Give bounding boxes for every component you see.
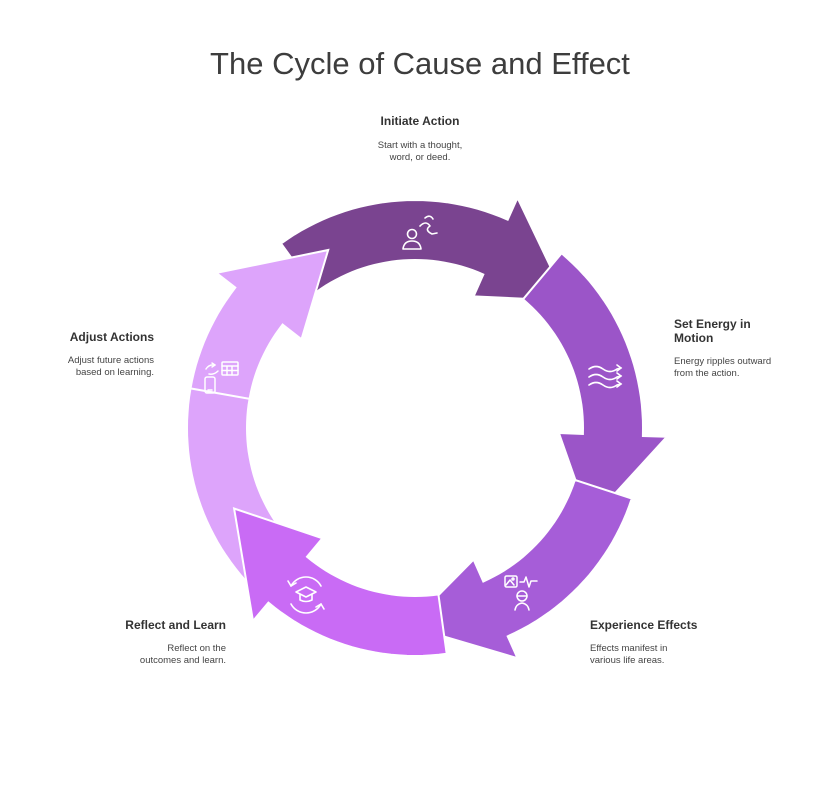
graduation-cycle-icon <box>287 576 325 614</box>
reflect-desc-line1: Reflect on the <box>167 643 226 654</box>
reflect-desc-line2: outcomes and learn. <box>139 655 226 666</box>
reflect-title: Reflect and Learn <box>125 618 226 632</box>
segment-energy <box>521 251 670 523</box>
experience-desc-line2: various life areas. <box>590 655 665 666</box>
life-effects-icon <box>504 575 538 611</box>
adjust-title: Adjust Actions <box>69 330 154 344</box>
experience-title: Experience Effects <box>590 618 698 632</box>
segment-reflect <box>232 507 448 658</box>
energy-desc-line2: from the action. <box>674 368 740 379</box>
initiate-desc-line1: Start with a thought, <box>377 140 463 151</box>
initiate-desc-line2: word, or deed. <box>389 152 451 163</box>
phone-calendar-icon <box>204 361 239 394</box>
diagram-title: The Cycle of Cause and Effect <box>210 46 630 81</box>
waves-icon <box>588 364 623 389</box>
energy-title-line1: Set Energy in <box>674 317 751 331</box>
energy-desc-line1: Energy ripples outward <box>674 356 772 367</box>
segment-initiate <box>279 195 569 302</box>
energy-title-line2: Motion <box>674 331 714 345</box>
experience-desc-line1: Effects manifest in <box>590 643 668 654</box>
segment-experience <box>406 478 634 660</box>
adjust-desc-line1: Adjust future actions <box>67 355 154 366</box>
initiate-title: Initiate Action <box>380 114 460 128</box>
person-footsteps-icon <box>402 215 438 250</box>
adjust-desc-line2: based on learning. <box>75 367 154 378</box>
